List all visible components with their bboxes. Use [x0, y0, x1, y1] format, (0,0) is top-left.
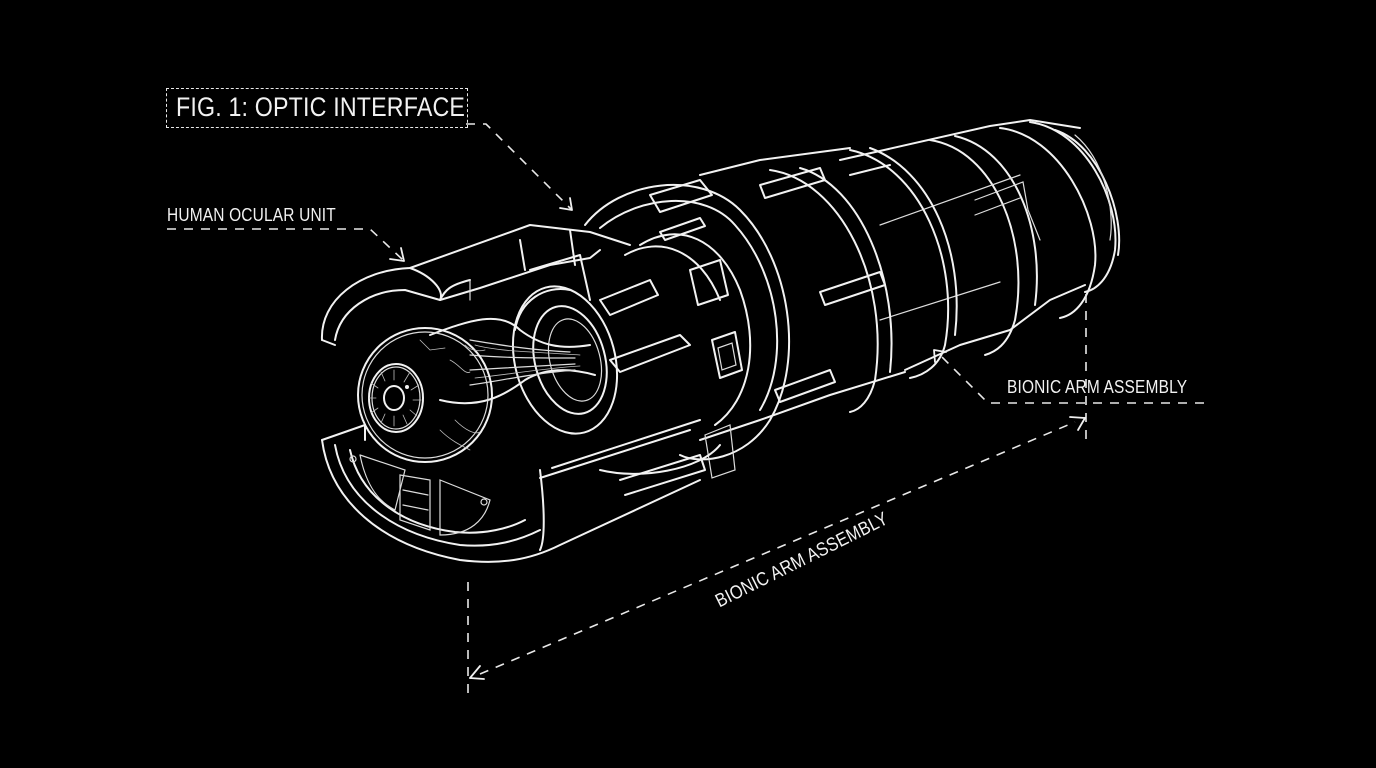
annotation-arm-side-leader: [933, 294, 1204, 440]
figure-title-frame: [166, 88, 468, 128]
annotation-title-leader: [466, 123, 573, 211]
eyeball: [357, 317, 596, 463]
figure-title: FIG. 1: OPTIC INTERFACE: [176, 92, 466, 122]
iris-fibers: [368, 369, 422, 427]
label-human-ocular-unit: HUMAN OCULAR UNIT: [167, 205, 336, 225]
mid-arm-segment: [699, 147, 906, 441]
label-bionic-arm-assembly-side: BIONIC ARM ASSEMBLY: [1007, 377, 1188, 397]
upper-housing-shell: [320, 224, 631, 346]
coupling-ring: [584, 179, 791, 496]
lower-housing-shell: [321, 419, 701, 563]
optic-socket: [511, 285, 619, 435]
annotation-ocular-leader: [167, 228, 405, 262]
dimension-arm-assembly: [467, 416, 1086, 700]
bionic-arm-cylinder: [839, 119, 1121, 379]
